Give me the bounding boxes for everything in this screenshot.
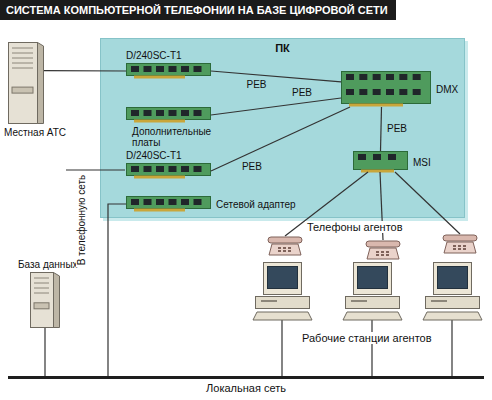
phone-icon — [366, 241, 400, 259]
bus-connector — [381, 107, 382, 151]
workstation-icon — [423, 263, 482, 321]
circuit-board — [341, 71, 431, 107]
node-label: D/240SC-T1 — [126, 150, 182, 161]
group-label: Рабочие станции агентов — [300, 332, 434, 344]
pc-chassis: ПКD/240SC-T1Дополнительные платыD/240SC-… — [100, 38, 465, 218]
lan-drop — [371, 320, 372, 376]
network-label: В телефонную сеть — [76, 173, 88, 268]
circuit-board — [126, 163, 211, 179]
lan-drop — [451, 320, 452, 376]
bus-connector — [108, 204, 126, 376]
circuit-board — [353, 151, 408, 173]
bus-label: PEB — [244, 79, 268, 91]
node-label: Местная АТС — [4, 127, 66, 138]
bus-connector — [211, 71, 341, 82]
node-label: MSI — [413, 157, 431, 168]
line-card: D/240SC-T1 — [126, 63, 211, 79]
phone-icon — [443, 235, 477, 253]
lan-drop — [281, 320, 282, 376]
bus-label: PEB — [385, 123, 409, 135]
workstation-icon — [343, 263, 402, 321]
network-adapter: Сетевой адаптер — [126, 196, 211, 212]
node-label: Локальная сеть — [206, 383, 286, 394]
node-label: ПК — [275, 43, 290, 54]
lan-bus: Локальная сеть — [8, 376, 484, 379]
node-label: Дополнительные платы — [132, 126, 224, 148]
circuit-board — [126, 63, 211, 79]
line-card: D/240SC-T1 — [126, 163, 211, 179]
phone-icon — [268, 237, 302, 255]
tower-icon — [8, 42, 44, 124]
extra-cards: Дополнительные платы — [126, 107, 211, 123]
bus-connector — [44, 328, 45, 376]
bus-connector — [211, 98, 341, 115]
bus-label: PEB — [240, 161, 264, 173]
workstation-icon — [253, 263, 312, 321]
group-label: Телефоны агентов — [305, 221, 405, 233]
node-label: D/240SC-T1 — [126, 50, 182, 61]
circuit-board — [126, 196, 211, 212]
station-card: MSI — [353, 151, 408, 173]
switch-card: DMX — [341, 71, 431, 107]
node-label: Сетевой адаптер — [216, 199, 296, 210]
node-label: DMX — [436, 84, 458, 95]
tower-icon — [30, 272, 60, 328]
bus-connector — [44, 70, 126, 72]
bus-label: PEB — [290, 87, 314, 99]
exchange-tower: Местная АТС — [8, 42, 44, 124]
node-label: База данных — [18, 259, 78, 270]
wires — [66, 170, 460, 376]
circuit-board — [126, 107, 211, 123]
database-server: База данных — [30, 272, 60, 328]
telephone-line — [66, 169, 125, 170]
bus-connector — [211, 107, 350, 171]
phone-line — [395, 172, 460, 234]
title-bar: СИСТЕМА КОМПЬЮТЕРНОЙ ТЕЛЕФОНИИ НА БАЗЕ Ц… — [0, 0, 396, 20]
